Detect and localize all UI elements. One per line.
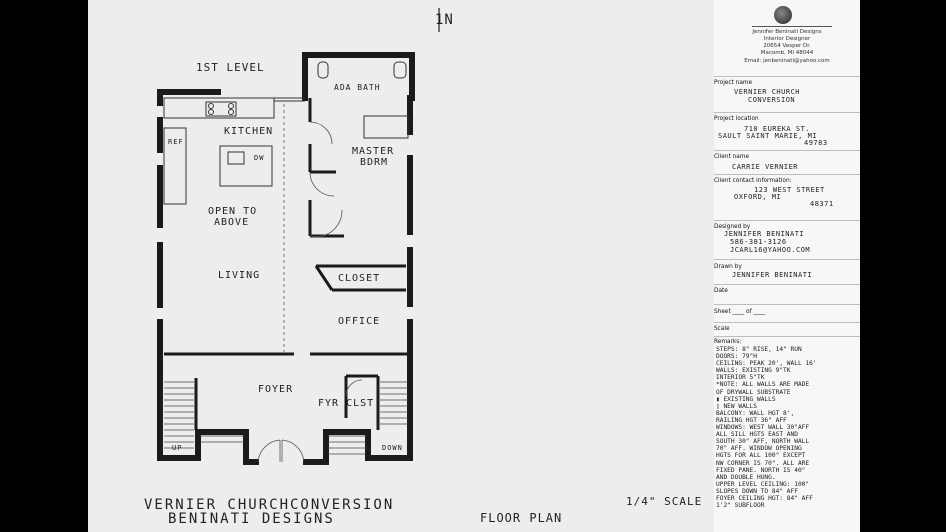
remark-line: FIXED PANE. NORTH IS 40": [716, 466, 806, 474]
rule: [714, 284, 860, 285]
fixture-label-dw: DW: [254, 154, 265, 162]
remark-line: NW CORNER IS 70". ALL ARE: [716, 459, 810, 467]
drawn-by-label: Drawn by: [714, 264, 742, 270]
door-swings: [257, 121, 363, 463]
remark-line: RAILING HGT 36" AFF: [716, 416, 787, 424]
rule: [714, 220, 860, 221]
remark-line: ▯ NEW WALLS: [716, 402, 757, 410]
stair-label-down: DOWN: [382, 444, 403, 452]
room-label-kitchen: KITCHEN: [224, 126, 274, 137]
exterior-walls: [157, 52, 415, 465]
drawing-sheet: 1N 1ST LEVEL ADA BATH KITCHEN REF DW MAS…: [88, 0, 714, 532]
remark-line: FOYER CEILING HGT: 84" AFF: [716, 494, 813, 502]
scale-label: Scale: [714, 326, 730, 332]
client-contact-3: 48371: [810, 200, 834, 208]
project-location-1: 710 EUREKA ST.: [744, 125, 811, 133]
remark-line: DOORS: 79"H: [716, 353, 757, 361]
designed-by-2: 586-381-3126: [730, 238, 787, 246]
drawn-by: JENNIFER BENINATI: [732, 271, 813, 279]
remark-line: INTERIOR 5"TK: [716, 374, 765, 382]
room-label-master: MASTER: [352, 146, 395, 157]
client-name-label: Client name: [714, 154, 750, 160]
rule: [714, 76, 860, 77]
client-contact-label: Client contact information:: [714, 178, 792, 184]
fixture-label-ref: REF: [168, 138, 184, 146]
remark-line: WINDOWS: WEST WALL 30"AFF: [716, 424, 810, 432]
remark-line: ▮ EXISTING WALLS: [716, 395, 776, 403]
fixtures: [163, 61, 409, 205]
project-name-label: Project name: [714, 80, 753, 86]
remark-line: SOUTH 30" AFF, NORTH WALL: [716, 438, 810, 446]
remark-line: UPPER LEVEL CEILING: 100": [716, 480, 810, 488]
firm-city: Macomb, MI 48044: [760, 50, 814, 56]
designed-by-1: JENNIFER BENINATI: [724, 230, 805, 238]
rule: [714, 174, 860, 175]
remark-line: *NOTE: ALL WALLS ARE MADE: [716, 381, 810, 389]
drawing-title-line2: BENINATI DESIGNS: [168, 511, 335, 527]
client-contact-1: 123 WEST STREET: [754, 186, 825, 194]
rule: [714, 304, 860, 305]
remark-line: AND DOUBLE HUNG.: [716, 473, 776, 481]
remark-line: HGTS FOR ALL 100" EXCEPT: [716, 452, 806, 460]
client-name: CARRIE VERNIER: [732, 163, 799, 171]
remark-line: SLOPES DOWN TO 84" AFF: [716, 487, 798, 495]
room-label-ada-bath: ADA BATH: [334, 83, 381, 92]
remark-line: CEILING: PEAK 20', WALL 16': [716, 360, 817, 368]
room-label-closet: CLOSET: [338, 273, 381, 284]
rule: [714, 112, 860, 113]
project-name-1: VERNIER CHURCH: [734, 88, 801, 96]
room-label-foyer: FOYER: [258, 384, 294, 395]
stair-label-up: UP: [172, 444, 183, 452]
rule: [714, 336, 860, 337]
rule: [714, 322, 860, 323]
room-label-open-to: OPEN TO: [208, 206, 258, 217]
project-name-2: CONVERSION: [748, 96, 796, 104]
interior-walls: [164, 98, 408, 430]
project-location-label: Project location: [714, 116, 759, 122]
room-label-foyer-closet: FYR CLST: [318, 398, 375, 409]
remark-line: BALCONY: WALL HGT 8',: [716, 409, 795, 417]
north-label: 1N: [435, 12, 454, 28]
sheet-label: Sheet ____ of ____: [714, 309, 766, 315]
project-location-3: 49783: [804, 139, 828, 147]
designed-by-3: JCARL16@YAHOO.COM: [730, 246, 811, 254]
firm-name: Jennifer Beninati Designs: [752, 29, 822, 35]
remark-line: OF DRYWALL SUBSTRATE: [716, 388, 791, 396]
rule: [714, 150, 860, 151]
drawing-floor-plan: FLOOR PLAN: [480, 511, 563, 525]
room-label-living: LIVING: [218, 270, 261, 281]
remark-line: ALL SILL HGTS EAST AND: [716, 431, 798, 439]
project-location-2: SAULT SAINT MARIE, MI: [718, 132, 818, 140]
remarks-label: Remarks:: [714, 339, 742, 345]
firm-role: Interior Designer: [763, 36, 811, 42]
drawing-scale: 1/4" SCALE: [626, 495, 703, 508]
title-block: Jennifer Beninati Designs Interior Desig…: [714, 0, 860, 532]
firm-street: 20654 Vesper Dr.: [763, 43, 811, 49]
firm-email: Email: jenbeninati@yahoo.com: [744, 58, 830, 64]
logo-underline: [752, 26, 832, 27]
remark-line: 70" AFF. WINDOW OPENING: [716, 445, 802, 453]
remark-line: STEPS: 8" RISE, 14" RUN: [716, 346, 802, 353]
room-label-above: ABOVE: [214, 217, 250, 228]
client-contact-2: OXFORD, MI: [734, 193, 782, 201]
level-label: 1ST LEVEL: [196, 61, 265, 74]
drawing-title-line1: VERNIER CHURCHCONVERSION: [144, 497, 395, 513]
rule: [714, 259, 860, 260]
floor-plan-drawing: [157, 8, 440, 465]
remark-line: 1'2" SUBFLOOR: [716, 502, 765, 510]
date-label: Date: [714, 288, 728, 294]
remark-line: WALLS: EXISTING 9"TK: [716, 367, 791, 375]
room-label-bdrm: BDRM: [360, 157, 389, 168]
room-label-office: OFFICE: [338, 316, 381, 327]
designed-by-label: Designed by: [714, 224, 751, 230]
firm-logo-icon: [774, 6, 792, 24]
stairs: [164, 381, 408, 455]
